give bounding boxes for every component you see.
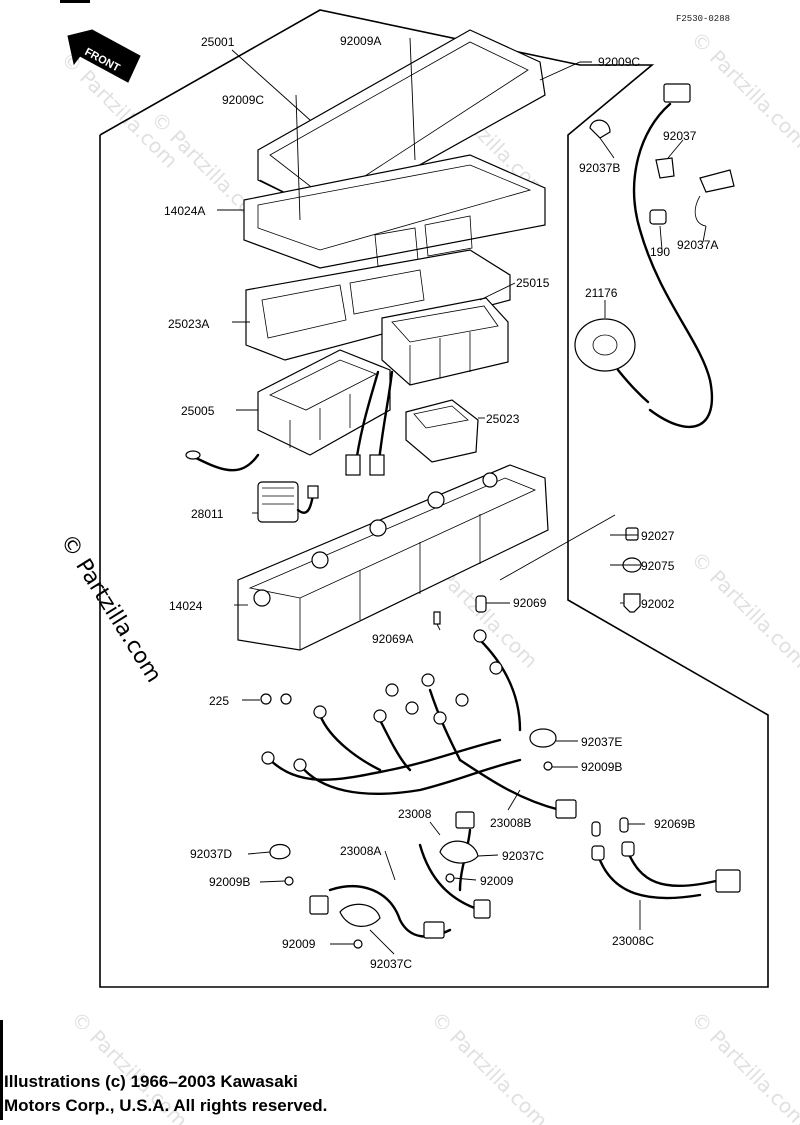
clamp-part-92037B bbox=[589, 119, 611, 139]
label-92037E: 92037E bbox=[581, 735, 622, 749]
label-92037A: 92037A bbox=[677, 238, 718, 252]
clamp-part-92037 bbox=[655, 157, 675, 179]
bulb-part-225 bbox=[260, 693, 292, 705]
indicator-block-part bbox=[405, 399, 479, 463]
label-92009-mid: 92009 bbox=[480, 874, 514, 888]
gauge-part-25015 bbox=[381, 297, 509, 386]
meter-housing-part bbox=[243, 154, 546, 269]
leader-lines bbox=[217, 37, 707, 955]
main-harness-part bbox=[261, 629, 577, 819]
bulb-part-92069 bbox=[475, 595, 487, 613]
watermark-text: © Partzilla.com bbox=[686, 1007, 800, 1125]
label-25015: 25015 bbox=[516, 276, 550, 290]
label-23008: 23008 bbox=[398, 807, 432, 821]
label-190: 190 bbox=[650, 245, 670, 259]
label-92009B-left: 92009B bbox=[209, 875, 250, 889]
watermark-text: © Partzilla.com bbox=[686, 547, 800, 673]
screw-part-92009-mid bbox=[445, 873, 455, 883]
gauge-part-25005 bbox=[185, 349, 391, 472]
label-25001: 25001 bbox=[201, 35, 235, 49]
clamp-part-92037D bbox=[269, 843, 291, 860]
harness-part-23008C bbox=[591, 841, 741, 900]
label-92037D: 92037D bbox=[190, 847, 232, 861]
bracket-part-92037A bbox=[694, 169, 735, 227]
label-92037C-bottom: 92037C bbox=[370, 957, 412, 971]
clamp-part-92037C-bottom bbox=[339, 903, 381, 927]
copyright-notice: Illustrations (c) 1966–2003 Kawasaki Mot… bbox=[4, 1070, 424, 1118]
label-92009A: 92009A bbox=[340, 34, 381, 48]
label-92037: 92037 bbox=[663, 129, 697, 143]
label-23008A: 23008A bbox=[340, 844, 381, 858]
assembly-outline bbox=[99, 9, 769, 988]
copyright-line-2: Motors Corp., U.S.A. All rights reserved… bbox=[4, 1096, 328, 1115]
screw-part-190 bbox=[649, 209, 667, 225]
label-14024: 14024 bbox=[169, 599, 203, 613]
label-21176: 21176 bbox=[585, 286, 618, 300]
screw-part-92009B-left bbox=[284, 876, 294, 886]
bulb-part-92069B bbox=[591, 817, 629, 837]
clamp-part-92037C-mid bbox=[439, 840, 479, 864]
part-labels: 25001 92009A 92009C 92009C 92037 92037B … bbox=[164, 34, 718, 971]
label-25023: 25023 bbox=[486, 412, 520, 426]
gauge-wiring-part bbox=[345, 370, 394, 476]
relay-part bbox=[257, 481, 319, 523]
instrument-panel-part bbox=[245, 249, 511, 361]
label-25023A: 25023A bbox=[168, 317, 209, 331]
label-92009-bottom: 92009 bbox=[282, 937, 316, 951]
label-92069: 92069 bbox=[513, 596, 547, 610]
drawing-code: F2530-0288 bbox=[676, 14, 730, 24]
watermark-text: © Partzilla.com bbox=[686, 27, 800, 153]
copyright-line-1: Illustrations (c) 1966–2003 Kawasaki bbox=[4, 1072, 298, 1091]
bushing-part-92027 bbox=[625, 527, 639, 541]
speedometer-cable-part bbox=[633, 83, 714, 428]
label-14024A: 14024A bbox=[164, 204, 205, 218]
harness-part-23008A bbox=[309, 885, 452, 939]
screw-part-92009-bottom bbox=[353, 939, 363, 949]
label-92009C-left: 92009C bbox=[222, 93, 264, 107]
label-92037B: 92037B bbox=[579, 161, 620, 175]
label-92009B-right: 92009B bbox=[581, 760, 622, 774]
top-edge-mark bbox=[60, 0, 90, 3]
bolt-part-92002 bbox=[623, 593, 641, 613]
label-92037C-mid: 92037C bbox=[502, 849, 544, 863]
screw-part-92009B-right bbox=[543, 761, 553, 771]
label-92027: 92027 bbox=[641, 529, 675, 543]
label-23008B: 23008B bbox=[490, 816, 531, 830]
left-edge-mark bbox=[0, 1020, 3, 1120]
label-92002: 92002 bbox=[641, 597, 675, 611]
watermark-main: © Partzilla.com bbox=[55, 530, 166, 687]
sensor-part-21176 bbox=[574, 318, 650, 404]
harness-part-23008 bbox=[418, 811, 491, 919]
watermark-text: © Partzilla.com bbox=[426, 1007, 552, 1125]
label-92069B: 92069B bbox=[654, 817, 695, 831]
label-25005: 25005 bbox=[181, 404, 215, 418]
clamp-part-92037E bbox=[529, 728, 557, 748]
pin-part-92069A bbox=[433, 611, 441, 625]
label-92075: 92075 bbox=[641, 559, 675, 573]
meter-case-part bbox=[237, 464, 549, 651]
label-28011: 28011 bbox=[191, 507, 224, 521]
label-225: 225 bbox=[209, 694, 229, 708]
label-92069A: 92069A bbox=[372, 632, 413, 646]
label-92009C-right: 92009C bbox=[598, 55, 640, 69]
label-23008C: 23008C bbox=[612, 934, 654, 948]
